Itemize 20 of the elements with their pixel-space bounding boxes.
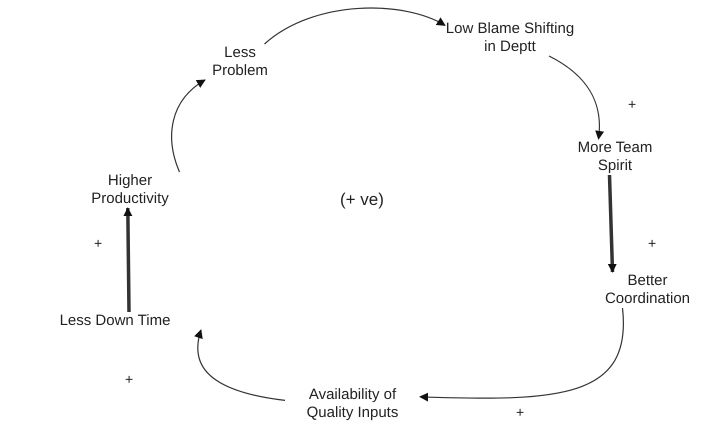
arrow (608, 174, 617, 273)
node-text: Less Problem (205, 44, 275, 80)
node-text: More Team Spirit (560, 139, 670, 175)
plus-sign: + (648, 235, 656, 251)
polarity-label: (+ ve) (340, 190, 384, 210)
arrow (548, 55, 604, 140)
plus-sign: + (125, 371, 134, 387)
arrow (194, 329, 286, 401)
arrow (419, 308, 624, 402)
node-text: Higher Productivity (75, 172, 185, 208)
arrow (123, 207, 132, 312)
node-text: Better Coordination (585, 272, 710, 308)
node-text: Low Blame Shifting in Deptt (445, 20, 575, 56)
arrow (264, 8, 446, 44)
arrow (171, 80, 206, 172)
node-text: Availability of Quality Inputs (285, 386, 420, 422)
plus-sign: + (94, 235, 102, 251)
node-text: Less Down Time (15, 312, 215, 330)
plus-sign: + (628, 96, 636, 112)
plus-sign: + (516, 404, 524, 420)
